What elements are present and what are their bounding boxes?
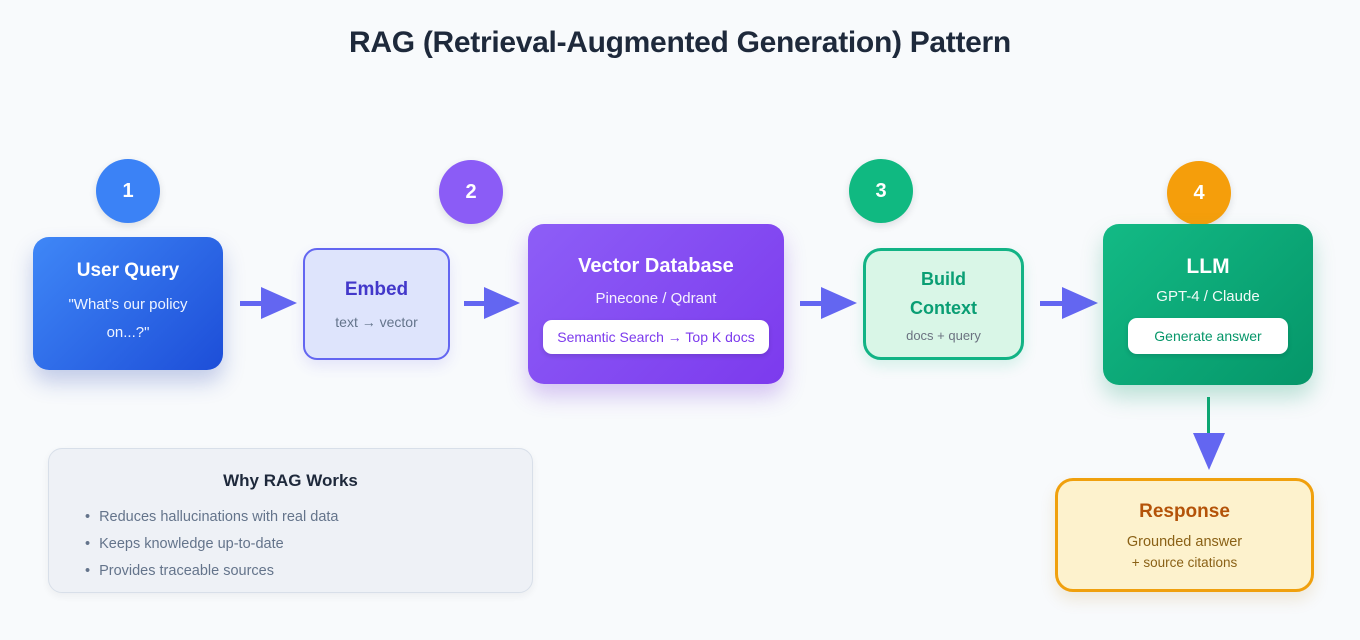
node-title: Build Context bbox=[910, 269, 977, 318]
step-number: 3 bbox=[875, 179, 887, 202]
list-item: Reduces hallucinations with real data bbox=[85, 504, 496, 531]
list-item: Keeps knowledge up-to-date bbox=[85, 531, 496, 558]
node-title: LLM bbox=[1186, 255, 1230, 278]
why-rag-works-panel: Why RAG Works Reduces hallucinations wit… bbox=[48, 448, 533, 593]
step-number: 2 bbox=[465, 180, 477, 203]
arrow-head bbox=[484, 287, 520, 319]
node-title: User Query bbox=[76, 260, 180, 282]
node-subtitle-line1: Grounded answer bbox=[1126, 533, 1243, 550]
node-subtitle: text → vector bbox=[335, 313, 418, 330]
node-embed: Embed text → vector bbox=[303, 248, 450, 360]
node-subtitle: "What's our policy on...?" bbox=[68, 296, 188, 341]
node-title: Response bbox=[1139, 500, 1230, 522]
node-title: Embed bbox=[344, 278, 409, 300]
node-subtitle-line2: + source citations bbox=[1131, 554, 1238, 570]
node-subtitle: docs + query bbox=[906, 327, 981, 343]
arrow-right-icon bbox=[464, 286, 520, 320]
list-item: Provides traceable sources bbox=[85, 558, 496, 585]
arrow-head bbox=[1062, 287, 1098, 319]
node-title: Vector Database bbox=[578, 254, 734, 277]
node-vector-database: Vector Database Pinecone / Qdrant Semant… bbox=[528, 224, 784, 384]
arrow-head bbox=[261, 287, 297, 319]
node-subtitle: GPT-4 / Claude bbox=[1156, 288, 1260, 305]
step-badge-3: 3 bbox=[849, 159, 913, 223]
arrow-down-icon bbox=[1192, 397, 1225, 470]
step-badge-2: 2 bbox=[439, 160, 503, 224]
generate-answer-badge: Generate answer bbox=[1128, 318, 1288, 354]
page-title: RAG (Retrieval-Augmented Generation) Pat… bbox=[349, 26, 1011, 59]
semantic-search-badge: Semantic Search → Top K docs bbox=[543, 319, 769, 354]
arrow-stem bbox=[1040, 300, 1062, 306]
panel-title: Why RAG Works bbox=[223, 471, 358, 490]
step-number: 4 bbox=[1193, 181, 1205, 204]
step-number: 1 bbox=[122, 179, 134, 202]
benefits-list: Reduces hallucinations with real data Ke… bbox=[85, 504, 496, 584]
node-user-query: User Query "What's our policy on...?" bbox=[33, 237, 223, 370]
arrow-right-icon bbox=[240, 286, 297, 320]
arrow-head bbox=[1192, 433, 1225, 470]
arrow-right-icon bbox=[800, 286, 857, 320]
arrow-stem bbox=[800, 300, 821, 306]
arrow-stem bbox=[464, 300, 484, 306]
node-llm: LLM GPT-4 / Claude Generate answer bbox=[1103, 224, 1313, 385]
arrow-right-icon bbox=[1040, 286, 1098, 320]
node-subtitle: Pinecone / Qdrant bbox=[595, 289, 717, 307]
step-badge-1: 1 bbox=[96, 159, 160, 223]
node-response: Response Grounded answer + source citati… bbox=[1055, 478, 1314, 592]
arrow-stem bbox=[1207, 397, 1210, 433]
step-badge-4: 4 bbox=[1167, 161, 1231, 225]
arrow-stem bbox=[240, 300, 261, 306]
arrow-head bbox=[821, 287, 857, 319]
node-build-context: Build Context docs + query bbox=[863, 248, 1024, 360]
